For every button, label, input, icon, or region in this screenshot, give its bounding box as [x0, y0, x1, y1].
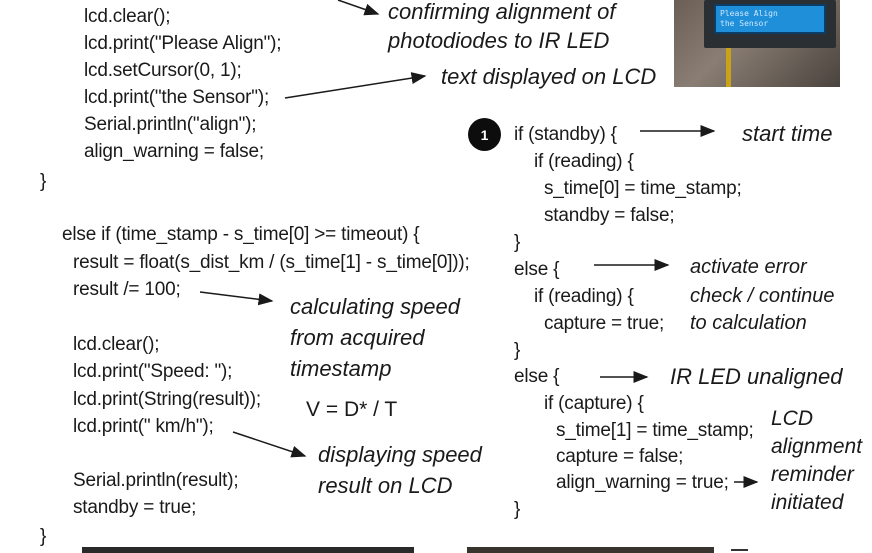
- lcd-board: Please Align the Sensor: [704, 0, 836, 48]
- annotation-calc-line1: calculating speed: [290, 294, 461, 319]
- annotation-reminder-line3: reminder: [771, 463, 854, 486]
- code-line: else {: [514, 259, 560, 280]
- code-line: Serial.println(result);: [73, 470, 239, 491]
- code-line: lcd.print(" km/h");: [73, 416, 214, 437]
- code-line: align_warning = true;: [556, 472, 729, 493]
- code-line: result = float(s_dist_km / (s_time[1] - …: [73, 252, 470, 273]
- annotation-calc-line3: timestamp: [290, 356, 392, 381]
- code-line: s_time[0] = time_stamp;: [544, 178, 742, 199]
- annotation-calc-line2: from acquired: [290, 325, 425, 350]
- code-line: lcd.clear();: [84, 6, 171, 27]
- annotation-reminder-line4: initiated: [771, 491, 844, 514]
- annotation-lcd-text: text displayed on LCD: [441, 64, 657, 89]
- annotation-start-time: start time: [742, 121, 833, 146]
- lcd-photo: Please Align the Sensor: [674, 0, 840, 87]
- annotation-error-line2: check / continue: [690, 285, 835, 307]
- annotation-display-line2: result on LCD: [318, 473, 453, 498]
- code-line: align_warning = false;: [84, 141, 264, 162]
- code-line: }: [514, 340, 521, 361]
- code-line: }: [40, 526, 47, 547]
- code-line: Serial.println("align");: [84, 114, 257, 135]
- code-line: result /= 100;: [73, 279, 181, 300]
- code-line: capture = true;: [544, 313, 665, 334]
- code-line: s_time[1] = time_stamp;: [556, 420, 754, 441]
- arrow-confirm-alignment: [337, 0, 380, 16]
- annotation-reminder-line1: LCD: [771, 407, 814, 430]
- code-line: capture = false;: [556, 446, 684, 467]
- code-line: if (standby) {: [514, 124, 617, 145]
- code-line: if (reading) {: [534, 286, 634, 307]
- lcd-screen: Please Align the Sensor: [714, 4, 826, 34]
- arrow-lcd-text: [284, 72, 427, 99]
- lcd-screen-line1: Please Align: [720, 9, 778, 18]
- code-line: else {: [514, 366, 560, 387]
- lcd-screen-line2: the Sensor: [720, 19, 769, 28]
- code-line: }: [40, 171, 47, 192]
- speed-formula: V = D* / T: [306, 398, 398, 421]
- code-line: standby = false;: [544, 205, 675, 226]
- code-line: lcd.print("the Sensor");: [84, 87, 270, 108]
- bottom-photo-strip-right: [467, 547, 714, 553]
- code-line: }: [514, 232, 521, 253]
- code-line: lcd.print("Speed: ");: [73, 361, 233, 382]
- annotation-display-line1: displaying speed: [318, 442, 482, 467]
- bottom-mark: [731, 549, 748, 551]
- annotation-reminder-line2: alignment: [771, 435, 863, 458]
- code-line: lcd.print(String(result));: [73, 389, 262, 410]
- code-line: lcd.setCursor(0, 1);: [84, 60, 242, 81]
- lcd-wire: [726, 48, 731, 87]
- code-line: standby = true;: [73, 497, 197, 518]
- annotation-error-line3: to calculation: [690, 312, 807, 334]
- annotation-confirm-line2: photodiodes to IR LED: [388, 28, 610, 53]
- arrow-display-speed: [232, 431, 307, 458]
- bottom-photo-strip-left: [82, 547, 414, 553]
- code-line: if (capture) {: [544, 393, 644, 414]
- annotation-ir-unaligned: IR LED unaligned: [670, 364, 843, 389]
- code-line: lcd.clear();: [73, 334, 160, 355]
- arrow-calc-speed: [199, 291, 274, 306]
- annotation-error-line1: activate error: [690, 256, 807, 278]
- step-badge: 1: [468, 118, 501, 151]
- code-line: else if (time_stamp - s_time[0] >= timeo…: [62, 224, 420, 245]
- annotation-confirm-line1: confirming alignment of: [388, 0, 616, 24]
- code-line: lcd.print("Please Align");: [84, 33, 282, 54]
- code-line: }: [514, 499, 521, 520]
- code-line: if (reading) {: [534, 151, 634, 172]
